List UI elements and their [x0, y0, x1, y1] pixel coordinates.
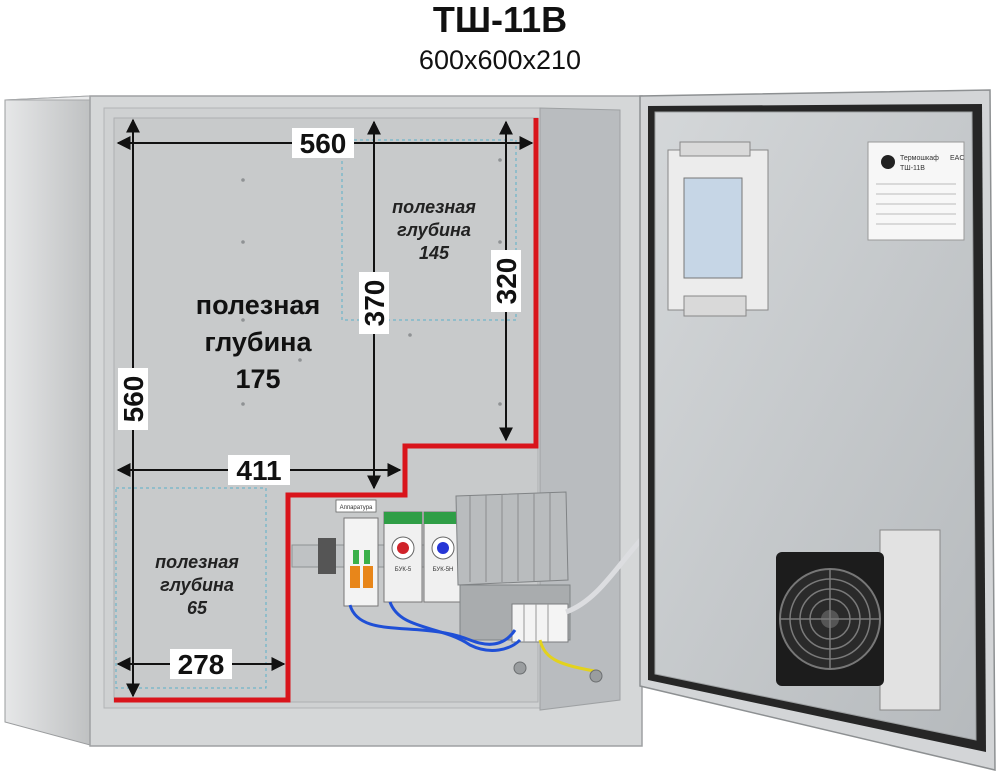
ground-bolts	[513, 661, 603, 683]
dim-step-width: 411	[236, 455, 281, 486]
thermostat-2: БУК-5Н	[423, 511, 463, 603]
zone-main-value: 175	[235, 364, 280, 394]
door-label-brand: Термошкаф	[900, 155, 939, 162]
zone-lower-left-value: 65	[187, 598, 208, 618]
diagram-subtitle: 600x600x210	[418, 45, 582, 75]
zone-upper-right-line1: полезная	[392, 197, 476, 217]
door-fan	[776, 529, 941, 711]
thermostat-1: БУК-5	[383, 511, 423, 603]
zone-lower-left-line1: полезная	[155, 552, 239, 572]
zone-upper-right-label: полезная глубина 145	[392, 197, 476, 263]
thermostat-1-label: БУК-5	[395, 567, 412, 573]
dim-middle-height: 370	[359, 280, 390, 327]
zone-upper-right-line2: глубина	[397, 220, 471, 240]
breaker-label: Аппаратура	[340, 505, 373, 511]
zone-main-line2: глубина	[205, 327, 313, 357]
circuit-breaker: Аппаратура	[335, 499, 379, 607]
zone-main-label: полезная глубина 175	[196, 290, 320, 394]
usable-depth-boundary	[114, 118, 539, 703]
dim-bottom-width: 278	[178, 649, 225, 680]
door-label-model: ТШ-11В	[900, 165, 925, 172]
thermostat-2-label: БУК-5Н	[433, 567, 454, 573]
zone-lower-left-label: полезная глубина 65	[155, 552, 239, 618]
diagram-title: ТШ-11В	[432, 0, 568, 40]
door-label-plate: Термошкаф ТШ-11В EAC	[867, 141, 965, 241]
zone-lower-left-line2: глубина	[160, 575, 234, 595]
dimension-label-backgrounds	[118, 128, 521, 679]
zone-upper-right-value: 145	[419, 243, 450, 263]
door-label-mark: EAC	[950, 155, 964, 162]
terminal-block	[511, 603, 569, 643]
dim-right-height: 320	[491, 258, 522, 305]
door-vent-grille	[667, 141, 769, 317]
dim-left-height: 560	[118, 376, 149, 423]
zone-main-line1: полезная	[196, 290, 320, 320]
dim-top-width: 560	[300, 128, 347, 159]
